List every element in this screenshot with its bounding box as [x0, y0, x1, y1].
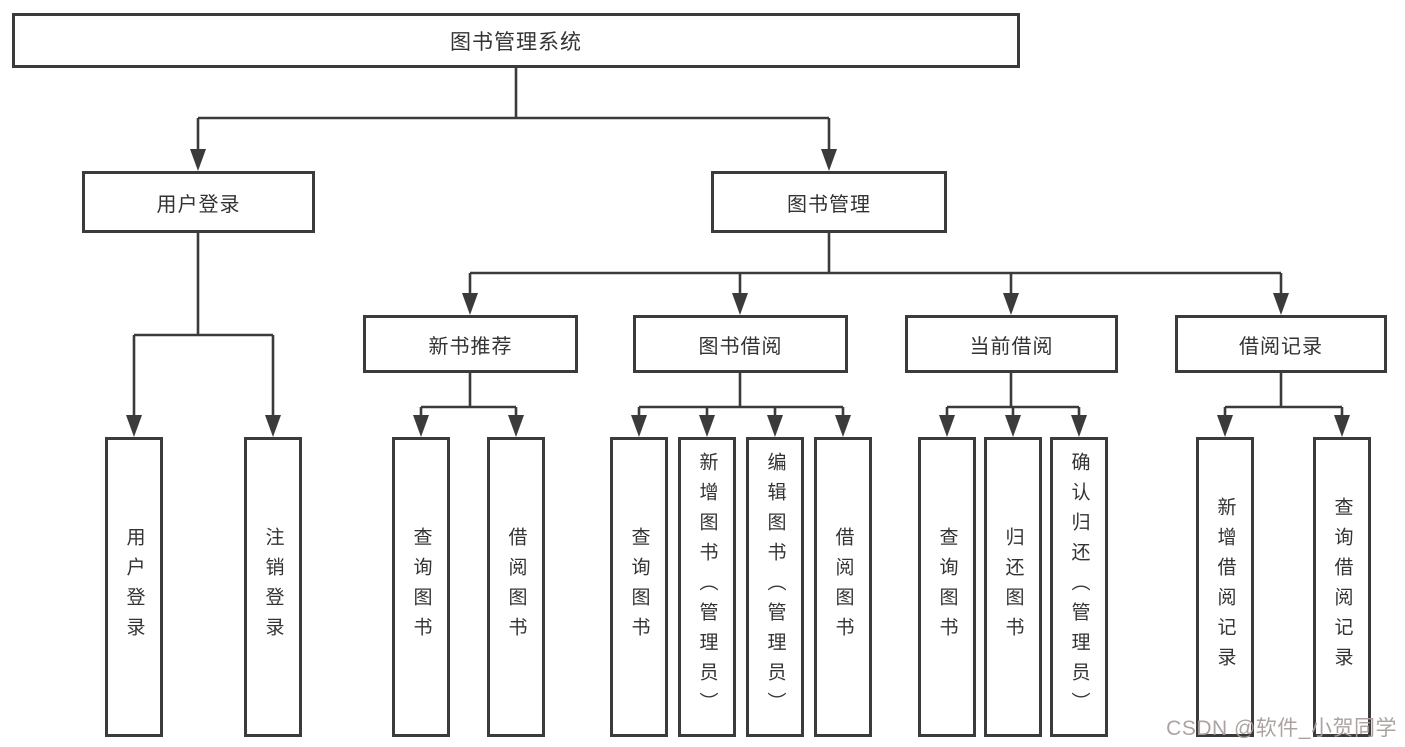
- arrowhead-icon: [821, 149, 837, 171]
- node-book-borrow: 图书借阅: [633, 315, 848, 373]
- connector-line: [419, 373, 518, 417]
- edges-borrow-records-to-leaves: [1217, 373, 1350, 437]
- node-label: 图书管理系统: [450, 30, 582, 54]
- arrowhead-icon: [1005, 415, 1021, 437]
- node-label: 图书管理: [787, 193, 871, 216]
- node-library-management-system: 图书管理系统: [12, 13, 1020, 68]
- arrowhead-icon: [767, 415, 783, 437]
- node-label: 确认归还（管理员）: [1068, 452, 1090, 722]
- connector-line: [945, 373, 1081, 417]
- node-label: 当前借阅: [969, 335, 1054, 358]
- edges-root-to-level2: [190, 68, 837, 171]
- node-borrow-books-recommend: 借阅图书: [487, 437, 545, 737]
- arrowhead-icon: [508, 415, 524, 437]
- arrowhead-icon: [1217, 415, 1233, 437]
- arrowhead-icon: [732, 293, 748, 315]
- node-return-book: 归还图书: [984, 437, 1042, 737]
- arrowhead-icon: [265, 415, 281, 437]
- node-label: 借阅记录: [1239, 335, 1323, 358]
- node-edit-book-admin: 编辑图书（管理员）: [746, 437, 804, 737]
- node-user-login-leaf: 用户登录: [105, 437, 163, 737]
- node-label: 用户登录: [156, 193, 241, 216]
- node-query-books-recommend: 查询图书: [392, 437, 450, 737]
- connector-line: [1223, 373, 1344, 417]
- node-query-books-current: 查询图书: [918, 437, 976, 737]
- arrowhead-icon: [462, 293, 478, 315]
- node-current-borrow: 当前借阅: [905, 315, 1118, 373]
- edges-book-borrow-to-leaves: [631, 373, 851, 437]
- node-borrow-books-leaf: 借阅图书: [814, 437, 872, 737]
- node-add-borrow-record: 新增借阅记录: [1196, 437, 1254, 737]
- edges-user-login-to-leaves: [126, 233, 281, 437]
- node-borrow-records: 借阅记录: [1175, 315, 1387, 373]
- node-label: 编辑图书（管理员）: [764, 452, 786, 722]
- arrowhead-icon: [1003, 293, 1019, 315]
- node-label: 新增借阅记录: [1214, 497, 1236, 677]
- node-label: 图书借阅: [698, 335, 783, 358]
- node-add-book-admin: 新增图书（管理员）: [678, 437, 736, 737]
- connector-line: [637, 373, 845, 417]
- node-label: 借阅图书: [505, 527, 527, 647]
- connector-line: [468, 233, 1283, 295]
- node-label: 查询图书: [410, 527, 432, 647]
- node-label: 新书推荐: [428, 335, 513, 358]
- arrowhead-icon: [631, 415, 647, 437]
- arrowhead-icon: [1334, 415, 1350, 437]
- node-label: 新增图书（管理员）: [696, 452, 718, 722]
- node-query-borrow-record: 查询借阅记录: [1313, 437, 1371, 737]
- node-label: 查询图书: [936, 527, 958, 647]
- arrowhead-icon: [190, 149, 206, 171]
- edges-book-management-to-level3: [462, 233, 1289, 315]
- arrowhead-icon: [699, 415, 715, 437]
- node-label: 用户登录: [123, 527, 145, 647]
- node-query-books-borrow: 查询图书: [610, 437, 668, 737]
- node-confirm-return-admin: 确认归还（管理员）: [1050, 437, 1108, 737]
- node-label: 查询借阅记录: [1331, 497, 1353, 677]
- csdn-watermark: CSDN @软件_小贺同学: [1166, 717, 1397, 740]
- arrowhead-icon: [1273, 293, 1289, 315]
- node-label: 归还图书: [1002, 527, 1024, 647]
- arrowhead-icon: [939, 415, 955, 437]
- arrowhead-icon: [1071, 415, 1087, 437]
- connector-line: [132, 233, 275, 417]
- node-logout: 注销登录: [244, 437, 302, 737]
- node-label: 注销登录: [262, 527, 284, 647]
- node-book-management: 图书管理: [711, 171, 947, 233]
- connector-line: [196, 68, 831, 151]
- node-user-login: 用户登录: [82, 171, 315, 233]
- arrowhead-icon: [835, 415, 851, 437]
- node-label: 查询图书: [628, 527, 650, 647]
- arrowhead-icon: [413, 415, 429, 437]
- node-label: 借阅图书: [832, 527, 854, 647]
- edges-new-book-recommend-to-leaves: [413, 373, 524, 437]
- edges-current-borrow-to-leaves: [939, 373, 1087, 437]
- node-new-book-recommend: 新书推荐: [363, 315, 578, 373]
- arrowhead-icon: [126, 415, 142, 437]
